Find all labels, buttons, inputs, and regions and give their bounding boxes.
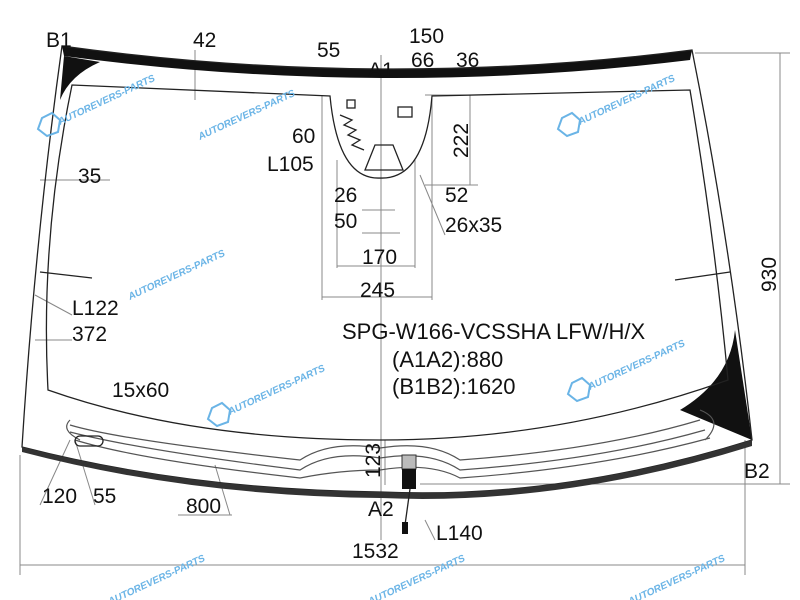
dim-35: 35 <box>78 165 101 188</box>
dim-222: 222 <box>450 123 473 158</box>
corner-frit-right <box>680 330 752 440</box>
dim-55-bottom: 55 <box>93 485 116 508</box>
dim-170: 170 <box>362 246 397 269</box>
wiper-heater-lines <box>66 409 715 479</box>
dim-372: 372 <box>72 323 107 346</box>
label-b1: B1 <box>46 29 72 52</box>
dim-55-top: 55 <box>317 39 340 62</box>
dim-l105: L105 <box>267 153 314 176</box>
dimension-labels: B1 42 55 150 A1 66 36 60 222 L105 26 52 … <box>42 25 781 563</box>
dim-60: 60 <box>292 125 315 148</box>
label-b2: B2 <box>744 460 770 483</box>
top-black-band <box>62 46 692 79</box>
wire-right <box>674 271 731 281</box>
dimension-lines <box>19 50 790 575</box>
wire-left <box>39 271 93 279</box>
dim-26x35: 26x35 <box>445 214 502 237</box>
watermark-text: AUTOREVERS-PARTS <box>196 88 298 143</box>
dim-1532: 1532 <box>352 540 399 563</box>
sensor-box <box>397 106 413 118</box>
watermark-text: AUTOREVERS-PARTS <box>576 73 678 128</box>
b1b2-distance: (B1B2):1620 <box>392 374 516 399</box>
dim-123: 123 <box>362 443 385 478</box>
cable-l140 <box>404 488 411 526</box>
wiper-park-zone <box>74 435 104 447</box>
dim-l140: L140 <box>436 522 483 545</box>
connector-a2 <box>401 454 417 470</box>
dim-930: 930 <box>758 257 781 292</box>
a1a2-distance: (A1A2):880 <box>392 347 503 372</box>
windshield-glass <box>21 45 753 534</box>
dim-245: 245 <box>360 279 395 302</box>
dim-66: 66 <box>411 49 434 72</box>
label-a2: A2 <box>368 498 394 521</box>
viewing-area-edge <box>45 84 729 441</box>
bottom-band <box>22 440 752 499</box>
watermark-text: AUTOREVERS-PARTS <box>126 248 228 303</box>
dim-800: 800 <box>186 495 221 518</box>
dim-120: 120 <box>42 485 77 508</box>
dim-150: 150 <box>409 25 444 48</box>
dim-52: 52 <box>445 184 468 207</box>
dim-50: 50 <box>334 210 357 233</box>
connector-a2-base <box>402 469 416 489</box>
sensor-heater <box>339 114 365 151</box>
dim-l122: L122 <box>72 297 119 320</box>
watermark-text: AUTOREVERS-PARTS <box>226 363 328 418</box>
dim-15x60: 15x60 <box>112 379 169 402</box>
dim-26: 26 <box>334 184 357 207</box>
watermark-text: AUTOREVERS-PARTS <box>626 553 728 600</box>
camera-mount <box>346 99 356 109</box>
cable-plug <box>402 522 408 534</box>
watermark-logo-icon <box>36 111 592 428</box>
sensor-zone-inner <box>364 144 404 171</box>
glass-outer-edge <box>21 45 753 494</box>
dim-36: 36 <box>456 49 479 72</box>
part-code: SPG-W166-VCSSHA LFW/H/X <box>342 319 646 344</box>
label-a1: A1 <box>368 59 394 82</box>
watermark-text: AUTOREVERS-PARTS <box>586 338 688 393</box>
watermark-text: AUTOREVERS-PARTS <box>106 553 208 600</box>
corner-frit-left <box>60 56 100 100</box>
dim-42: 42 <box>193 29 216 52</box>
